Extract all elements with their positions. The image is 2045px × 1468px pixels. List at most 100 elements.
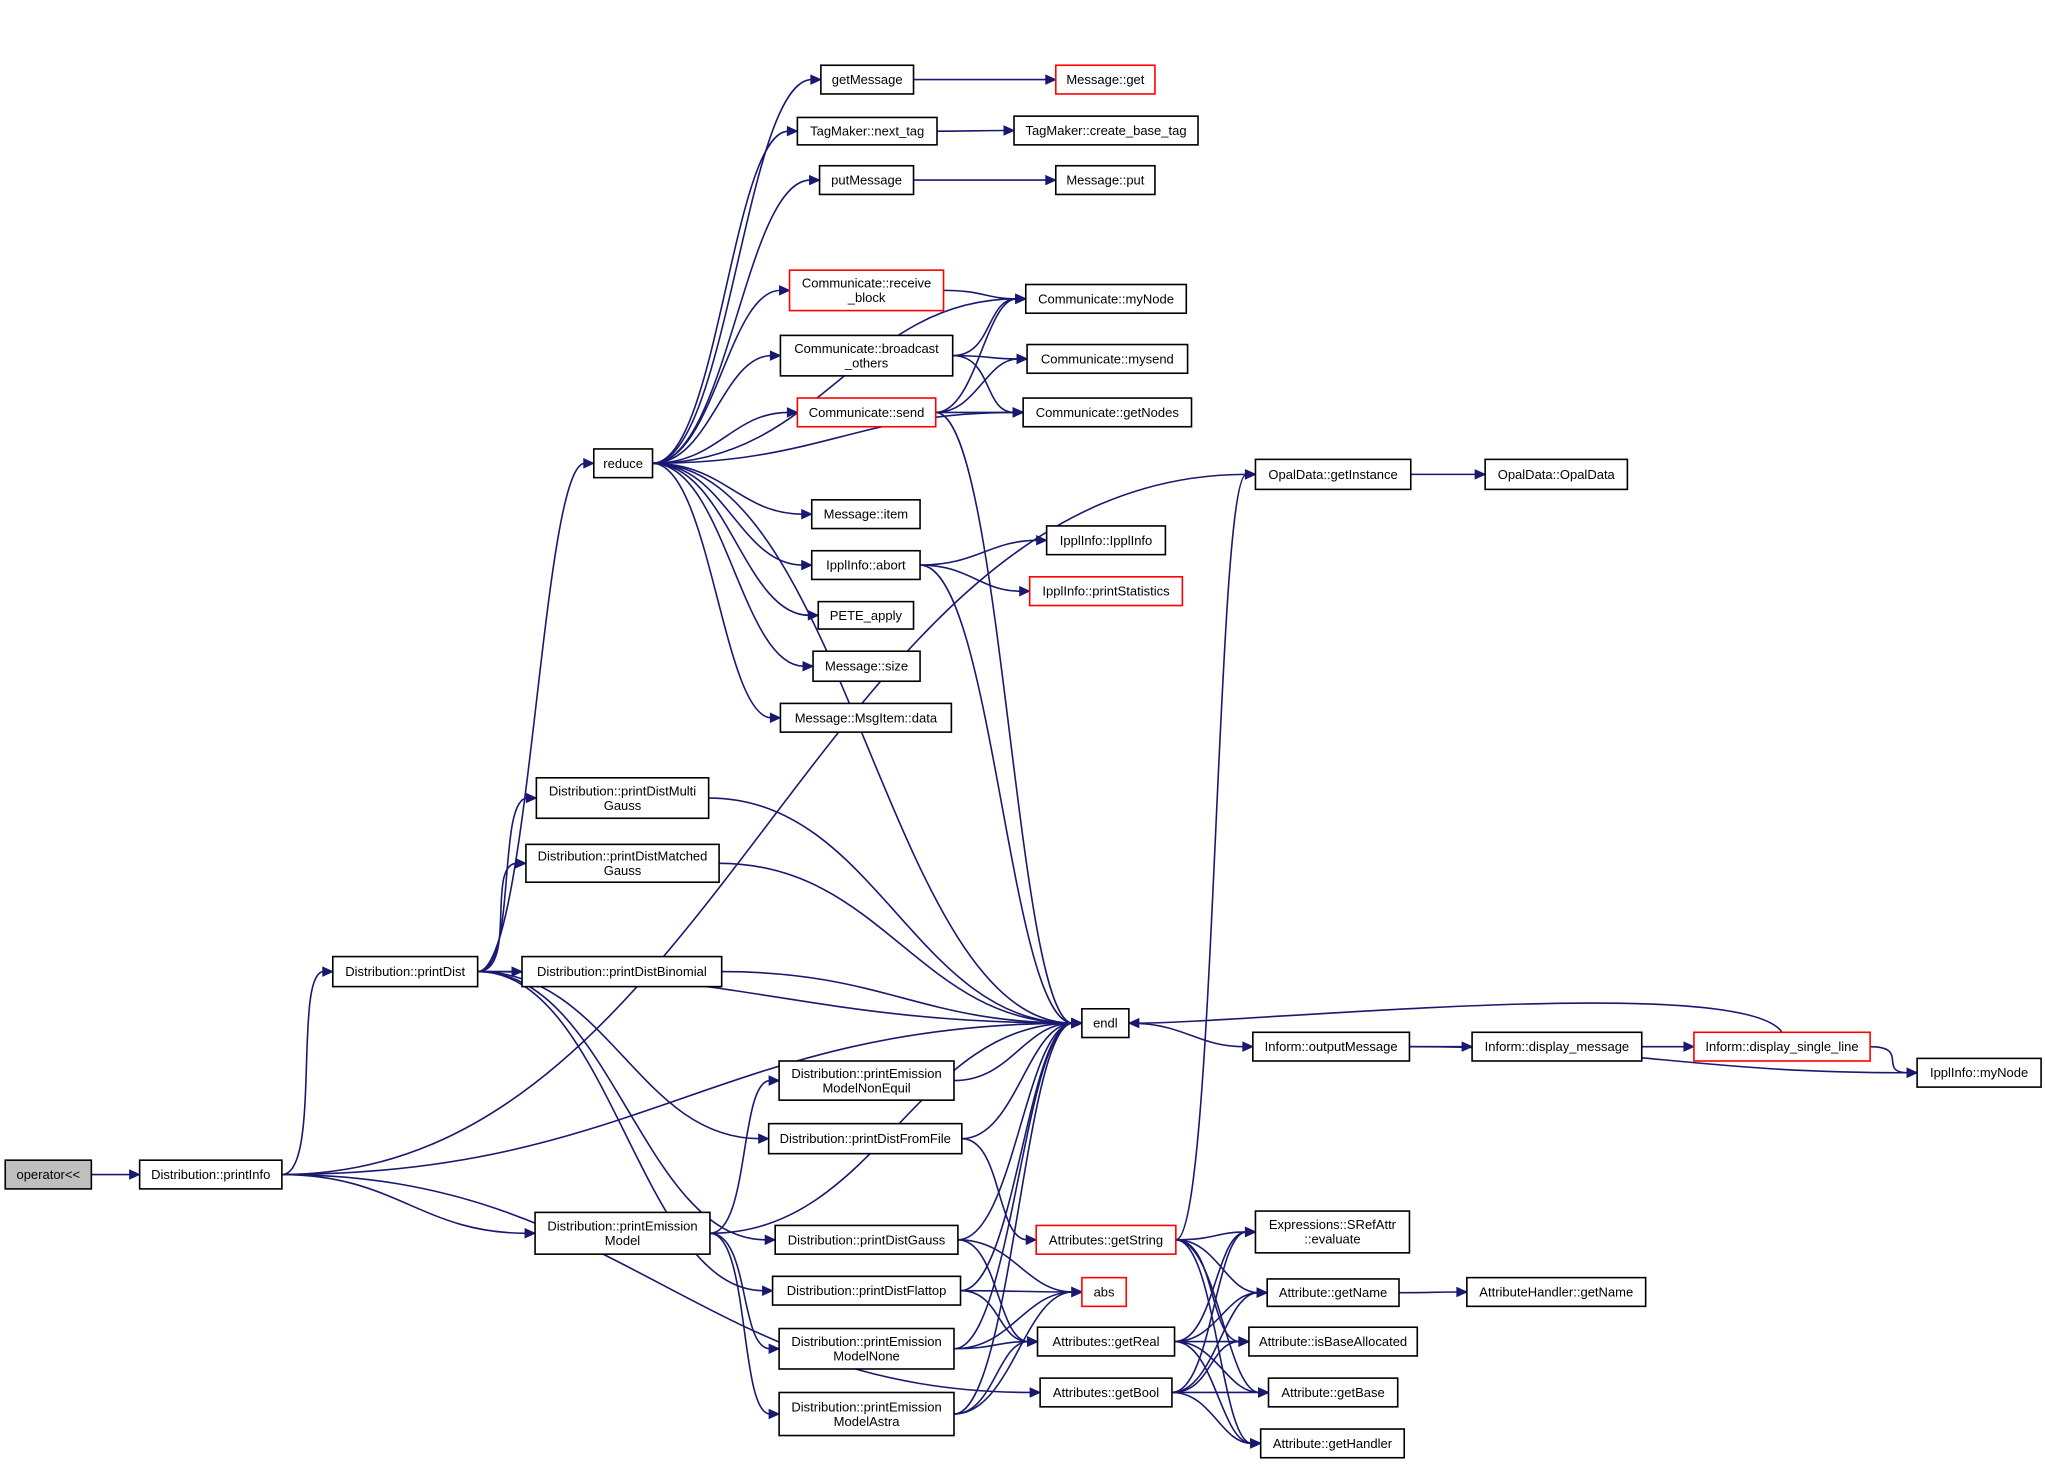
node-box-op <box>4 1159 93 1190</box>
node-box-emNonEquil <box>778 1060 955 1101</box>
node-endl[interactable]: endl <box>1081 1007 1130 1039</box>
node-label-msgPut: Message::put <box>1066 173 1144 188</box>
arrowhead-op-to-printInfo <box>129 1169 141 1180</box>
edge-printInfo-to-getBool <box>281 1173 1032 1394</box>
arrowhead-putMessage-to-msgPut <box>1045 174 1057 186</box>
node-box-pete <box>817 600 915 630</box>
node-reduce[interactable]: reduce <box>592 448 654 479</box>
edge-reduce-to-msgSize <box>652 462 805 668</box>
node-printInfo[interactable]: Distribution::printInfo <box>138 1159 283 1190</box>
node-box-getBase <box>1267 1377 1399 1408</box>
node-box-isBaseAlloc <box>1248 1326 1419 1357</box>
node-getBase[interactable]: Attribute::getBase <box>1267 1377 1399 1408</box>
node-msgItem[interactable]: Message::item <box>810 499 921 530</box>
node-isBaseAlloc[interactable]: Attribute::isBaseAllocated <box>1248 1326 1419 1357</box>
node-ipplInfoCtor[interactable]: IpplInfo::IpplInfo <box>1045 525 1167 556</box>
node-label-emNonEquil: ModelNonEquil <box>822 1080 910 1095</box>
node-box-getString <box>1035 1224 1177 1255</box>
node-label-emAstra: Distribution::printEmission <box>791 1399 941 1414</box>
edge-printInfo-to-printDist <box>281 970 325 1176</box>
node-send[interactable]: Communicate::send <box>796 397 937 428</box>
node-box-attrGetName <box>1266 1278 1400 1308</box>
node-broadcast[interactable]: Communicate::broadcast_others <box>779 334 954 377</box>
node-displayMessage[interactable]: Inform::display_message <box>1471 1031 1643 1062</box>
arrowhead-getBool-to-isBaseAlloc <box>1238 1336 1251 1347</box>
arrowhead-send-to-myNode <box>1015 293 1027 305</box>
edge-emAstra-to-endl <box>953 1022 1074 1415</box>
node-box-pdFlattop <box>771 1275 962 1306</box>
node-msgPut[interactable]: Message::put <box>1054 164 1156 196</box>
node-mysend[interactable]: Communicate::mysend <box>1026 343 1189 375</box>
node-label-send: Communicate::send <box>809 405 925 420</box>
node-outputMessage[interactable]: Inform::outputMessage <box>1252 1031 1411 1062</box>
node-pdBinomial[interactable]: Distribution::printDistBinomial <box>521 955 723 988</box>
edge-abort-to-endl <box>920 564 1073 1024</box>
node-getReal[interactable]: Attributes::getReal <box>1036 1326 1176 1357</box>
edge-emNone-to-endl <box>953 1022 1073 1350</box>
node-getNodes[interactable]: Communicate::getNodes <box>1022 397 1193 428</box>
node-label-emAstra: ModelAstra <box>834 1414 901 1429</box>
node-recvBlock[interactable]: Communicate::receive_block <box>788 269 945 312</box>
node-box-emAstra <box>778 1391 955 1437</box>
arrowhead-reduce-to-abort <box>801 559 813 571</box>
arrowhead-printInfo-to-printEmission <box>524 1227 537 1239</box>
node-label-getString: Attributes::getString <box>1049 1232 1163 1247</box>
node-label-broadcast: Communicate::broadcast <box>794 341 939 356</box>
edge-printDist-to-pdFromFile <box>477 970 760 1140</box>
node-displaySingle[interactable]: Inform::display_single_line <box>1693 1031 1871 1062</box>
edge-broadcast-to-myNode <box>952 298 1017 357</box>
node-abs[interactable]: abs <box>1081 1276 1128 1308</box>
node-pete[interactable]: PETE_apply <box>817 600 915 630</box>
node-getMessage[interactable]: getMessage <box>820 64 915 95</box>
node-printDist[interactable]: Distribution::printDist <box>331 955 479 988</box>
node-srefEval[interactable]: Expressions::SRefAttr::evaluate <box>1254 1210 1411 1254</box>
edge-pdGauss-to-endl <box>957 1022 1073 1241</box>
arrowhead-pdFromFile-to-getString <box>1025 1234 1038 1246</box>
node-label-reduce: reduce <box>603 456 643 471</box>
node-pdGauss[interactable]: Distribution::printDistGauss <box>774 1224 959 1255</box>
edge-printEmission-to-emNone <box>709 1232 771 1350</box>
node-msgSize[interactable]: Message::size <box>812 650 921 683</box>
arrowhead-endl-to-outputMessage <box>1242 1041 1255 1052</box>
node-label-printEmission: Distribution::printEmission <box>547 1219 697 1234</box>
node-createBaseTag[interactable]: TagMaker::create_base_tag <box>1013 115 1199 146</box>
node-label-pete: PETE_apply <box>830 608 903 623</box>
node-msgGet[interactable]: Message::get <box>1054 64 1156 95</box>
node-pdFlattop[interactable]: Distribution::printDistFlattop <box>771 1275 962 1306</box>
node-getString[interactable]: Attributes::getString <box>1035 1224 1177 1255</box>
node-label-ipplMyNode: IpplInfo::myNode <box>1930 1065 2028 1080</box>
node-abort[interactable]: IpplInfo::abort <box>810 549 921 581</box>
arrowhead-reduce-to-recvBlock <box>779 285 791 296</box>
node-handlerGetName[interactable]: AttributeHandler::getName <box>1466 1276 1647 1308</box>
node-getBool[interactable]: Attributes::getBool <box>1039 1377 1173 1408</box>
edge-displaySingle-to-ipplMyNode <box>1870 1045 1909 1074</box>
edge-getReal-to-attrGetName <box>1174 1291 1259 1343</box>
node-label-getHandler: Attribute::getHandler <box>1273 1436 1393 1451</box>
node-box-outputMessage <box>1252 1031 1411 1062</box>
node-op[interactable]: operator<< <box>4 1159 93 1190</box>
arrowhead-getInstance-to-opalData <box>1474 469 1487 480</box>
node-putMessage[interactable]: putMessage <box>818 164 915 196</box>
node-pdFromFile[interactable]: Distribution::printDistFromFile <box>767 1122 963 1155</box>
node-ipplMyNode[interactable]: IpplInfo::myNode <box>1916 1057 2042 1088</box>
node-msgData[interactable]: Message::MsgItem::data <box>779 702 953 733</box>
node-box-broadcast <box>779 334 954 377</box>
node-box-createBaseTag <box>1013 115 1199 146</box>
edge-nextTag-to-createBaseTag <box>937 129 1006 132</box>
node-opalData[interactable]: OpalData::OpalData <box>1484 458 1629 491</box>
node-myNode[interactable]: Communicate::myNode <box>1024 283 1188 315</box>
node-box-abort <box>810 549 921 581</box>
node-getHandler[interactable]: Attribute::getHandler <box>1259 1428 1406 1459</box>
node-label-srefEval: Expressions::SRefAttr <box>1269 1217 1397 1232</box>
node-getInstance[interactable]: OpalData::getInstance <box>1254 458 1412 491</box>
node-attrGetName[interactable]: Attribute::getName <box>1266 1278 1400 1308</box>
node-printStats[interactable]: IpplInfo::printStatistics <box>1028 576 1184 607</box>
edge-emNone-to-getReal <box>953 1340 1029 1350</box>
node-nextTag[interactable]: TagMaker::next_tag <box>796 116 938 146</box>
